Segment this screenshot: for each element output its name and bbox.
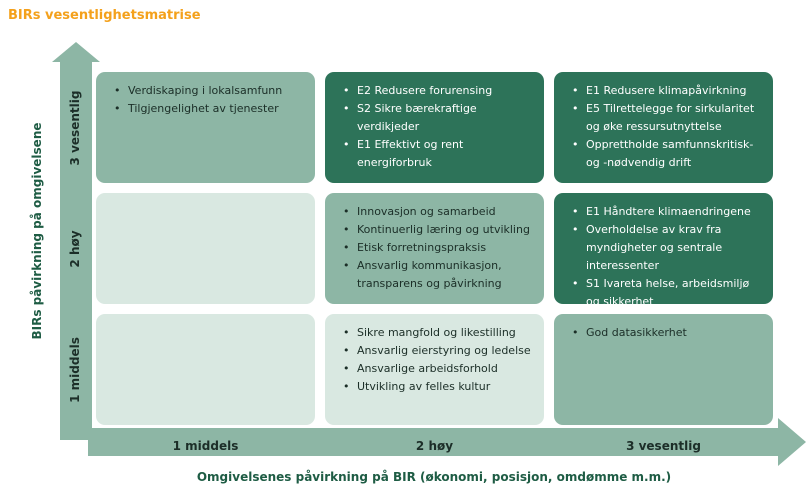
matrix-item: Opprettholde samfunnskritisk- og -nødven… (566, 136, 765, 172)
matrix-item: Tilgjengelighet av tjenester (108, 100, 307, 118)
matrix-item: Overholdelse av krav fra myndigheter og … (566, 221, 765, 275)
matrix-cell-r2c2: Innovasjon og samarbeidKontinuerlig læri… (325, 193, 544, 304)
matrix-item: E1 Redusere klimapåvirkning (566, 82, 765, 100)
matrix-cell-r1c2: Sikre mangfold og likestillingAnsvarlig … (325, 314, 544, 425)
x-level-2: 2 høy (415, 439, 454, 453)
matrix-item: Kontinuerlig læring og utvikling (337, 221, 536, 239)
matrix-title: BIRs vesentlighetsmatrise (8, 8, 201, 23)
item-list: Sikre mangfold og likestillingAnsvarlig … (337, 324, 536, 396)
item-list: E1 Håndtere klimaendringeneOverholdelse … (566, 203, 765, 311)
matrix-cell-r2c1 (96, 193, 315, 304)
matrix-cell-r3c2: E2 Redusere forurensingS2 Sikre bærekraf… (325, 72, 544, 183)
matrix-cell-r1c3: God datasikkerhet (554, 314, 773, 425)
y-level-1: 1 middels (68, 336, 82, 403)
matrix-item: Innovasjon og samarbeid (337, 203, 536, 221)
matrix-item: Utvikling av felles kultur (337, 378, 536, 396)
y-axis-title: BIRs påvirkning på omgivelsene (30, 122, 44, 340)
item-list: Innovasjon og samarbeidKontinuerlig læri… (337, 203, 536, 293)
x-axis-title: Omgivelsenes påvirkning på BIR (økonomi,… (196, 470, 672, 484)
item-list: E2 Redusere forurensingS2 Sikre bærekraf… (337, 82, 536, 172)
y-axis-title-wrap: BIRs påvirkning på omgivelsene (25, 86, 49, 376)
x-level-3: 3 vesentlig (626, 439, 701, 453)
matrix-item: E5 Tilrettelegge for sirkularitet og øke… (566, 100, 765, 136)
matrix-item: Sikre mangfold og likestilling (337, 324, 536, 342)
y-level-3: 3 vesentlig (68, 90, 82, 165)
matrix-cell-r3c3: E1 Redusere klimapåvirkningE5 Tilrettele… (554, 72, 773, 183)
matrix-item: Ansvarlig kommunikasjon, transparens og … (337, 257, 536, 293)
y-level-2: 2 høy (68, 229, 82, 268)
matrix-item: S2 Sikre bærekraftige verdikjeder (337, 100, 536, 136)
item-list: E1 Redusere klimapåvirkningE5 Tilrettele… (566, 82, 765, 172)
matrix-item: Ansvarlig eierstyring og ledelse (337, 342, 536, 360)
matrix-item: Etisk forretningspraksis (337, 239, 536, 257)
matrix-cell-r3c1: Verdiskaping i lokalsamfunnTilgjengeligh… (96, 72, 315, 183)
matrix-item: E2 Redusere forurensing (337, 82, 536, 100)
x-level-1: 1 middels (172, 439, 239, 453)
item-list: Verdiskaping i lokalsamfunnTilgjengeligh… (108, 82, 307, 118)
y-axis-arrow (52, 42, 100, 440)
x-axis-arrow (88, 418, 806, 466)
matrix-item: Verdiskaping i lokalsamfunn (108, 82, 307, 100)
matrix-cell-r1c1 (96, 314, 315, 425)
item-list: God datasikkerhet (566, 324, 765, 342)
matrix-item: S1 Ivareta helse, arbeidsmiljø og sikker… (566, 275, 765, 311)
matrix-item: God datasikkerhet (566, 324, 765, 342)
matrix-item: E1 Effektivt og rent energiforbruk (337, 136, 536, 172)
matrix-cell-r2c3: E1 Håndtere klimaendringeneOverholdelse … (554, 193, 773, 308)
matrix-item: Ansvarlige arbeidsforhold (337, 360, 536, 378)
matrix-item: E1 Håndtere klimaendringene (566, 203, 765, 221)
